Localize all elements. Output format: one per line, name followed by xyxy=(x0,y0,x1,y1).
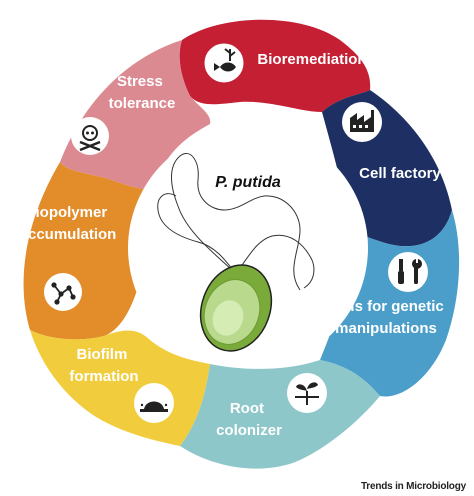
biofilm-icon xyxy=(134,383,174,423)
polymer-icon xyxy=(44,273,82,311)
label-stress-tolerance: Stress tolerance xyxy=(109,73,176,112)
tools-icon xyxy=(388,252,428,292)
skull-crossbones-icon xyxy=(71,117,109,155)
segment-labels: Bioremediation Cell factory Tools for ge… xyxy=(20,51,448,439)
fish-plant-icon xyxy=(203,42,245,84)
flagellum xyxy=(171,153,301,291)
label-bioremediation: Bioremediation xyxy=(257,51,366,68)
label-tools-genetic: Tools for genetic manipulations xyxy=(324,298,448,337)
bacterium-illustration xyxy=(157,153,315,352)
flagellum xyxy=(239,234,315,289)
flagellum xyxy=(157,193,237,275)
label-biopolymer-accumulation: Biopolymer accumulation xyxy=(20,204,117,243)
segment-root-colonizer xyxy=(180,360,380,469)
label-root-colonizer: Root colonizer xyxy=(216,400,282,439)
center-disc xyxy=(128,128,368,368)
label-cell-factory: Cell factory xyxy=(359,165,441,182)
seedling-icon xyxy=(287,373,327,413)
label-biofilm-formation: Biofilm formation xyxy=(69,346,138,385)
journal-credit: Trends in Microbiology xyxy=(360,481,466,492)
cell-inclusion xyxy=(212,300,244,336)
icon-layer xyxy=(44,42,428,423)
factory-icon xyxy=(342,102,382,142)
center-title: P. putida xyxy=(215,174,281,191)
